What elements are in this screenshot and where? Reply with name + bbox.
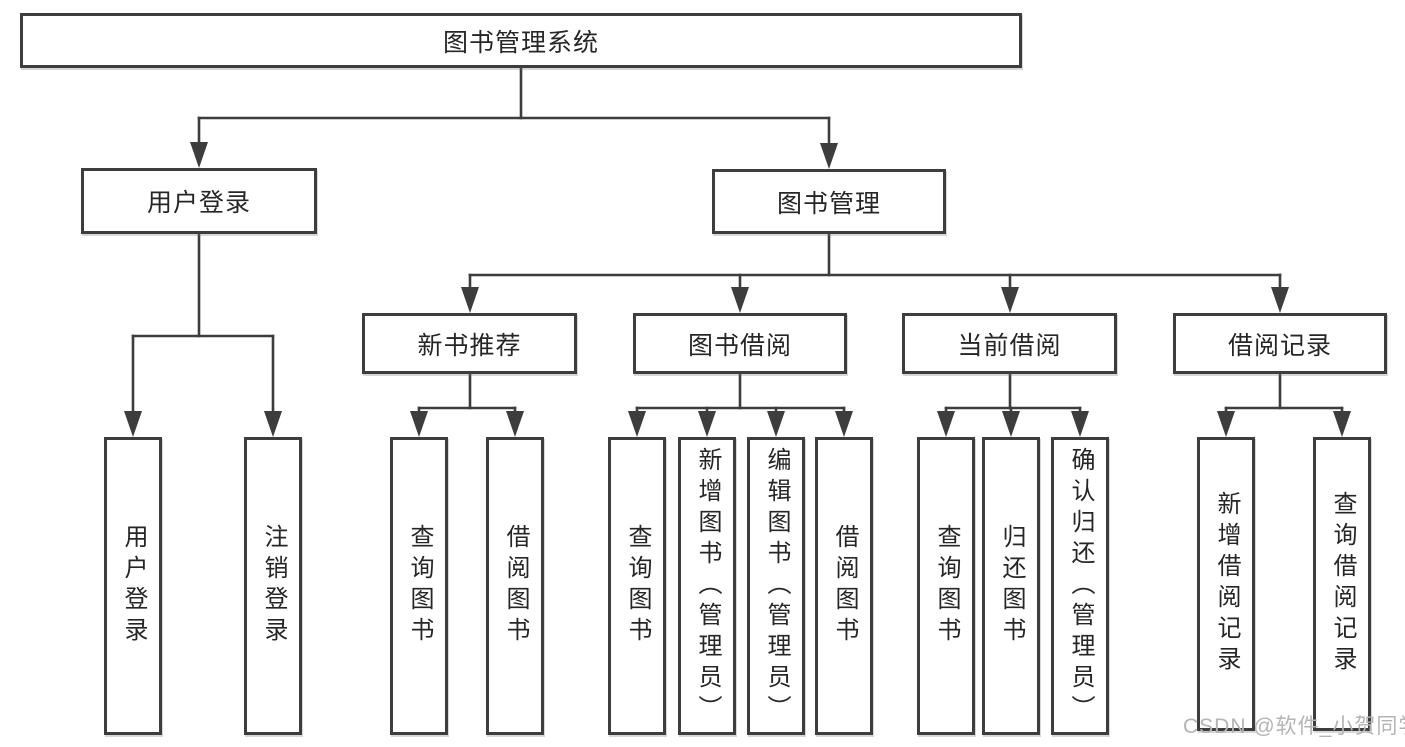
node-label: 图书管理 bbox=[776, 189, 881, 218]
node-label: 新书推荐 bbox=[417, 331, 522, 360]
node-label: 借阅图书 bbox=[502, 524, 529, 648]
arrowhead-down-icon bbox=[190, 142, 208, 168]
node-book-borrowing: 图书借阅 bbox=[633, 313, 847, 374]
leaf-query-books-current: 查询图书 bbox=[917, 437, 975, 735]
node-label: 图书管理系统 bbox=[442, 28, 599, 57]
leaf-query-books-recommend: 查询图书 bbox=[390, 437, 448, 735]
arrowhead-down-icon bbox=[1071, 411, 1089, 437]
leaf-return-books: 归还图书 bbox=[982, 437, 1040, 735]
arrowhead-down-icon bbox=[698, 411, 716, 437]
leaf-add-borrow-record: 新增借阅记录 bbox=[1197, 437, 1255, 731]
watermark: CSDN @软件_小贺同学 bbox=[1183, 715, 1405, 738]
node-label: 注销登录 bbox=[260, 524, 287, 648]
arrowhead-down-icon bbox=[264, 411, 282, 437]
arrowhead-down-icon bbox=[731, 287, 749, 313]
leaf-add-books-admin: 新增图书（管理员） bbox=[678, 437, 736, 735]
node-label: 查询图书 bbox=[624, 524, 651, 648]
leaf-query-borrow-record: 查询借阅记录 bbox=[1313, 437, 1371, 731]
node-label: 借阅图书 bbox=[831, 524, 858, 648]
leaf-query-books-borrowing: 查询图书 bbox=[608, 437, 666, 735]
node-user-login: 用户登录 bbox=[81, 168, 317, 234]
node-label: 图书借阅 bbox=[687, 331, 792, 360]
node-label: 用户登录 bbox=[120, 524, 147, 648]
node-label: 查询借阅记录 bbox=[1329, 491, 1356, 677]
node-label: 新增借阅记录 bbox=[1213, 491, 1240, 677]
node-new-book-recommend: 新书推荐 bbox=[362, 313, 577, 374]
leaf-confirm-return-admin: 确认归还（管理员） bbox=[1051, 437, 1109, 735]
arrowhead-down-icon bbox=[124, 411, 142, 437]
arrowhead-down-icon bbox=[628, 411, 646, 437]
node-label: 归还图书 bbox=[998, 524, 1025, 648]
arrowhead-down-icon bbox=[1001, 287, 1019, 313]
arrowhead-down-icon bbox=[1271, 287, 1289, 313]
leaf-logout: 注销登录 bbox=[244, 437, 302, 735]
node-label: 当前借阅 bbox=[957, 331, 1062, 360]
arrowhead-down-icon bbox=[767, 411, 785, 437]
node-label: 编辑图书（管理员） bbox=[763, 446, 790, 726]
leaf-user-login: 用户登录 bbox=[104, 437, 162, 735]
arrowhead-down-icon bbox=[1217, 411, 1235, 437]
leaf-borrow-books-recommend: 借阅图书 bbox=[486, 437, 544, 735]
leaf-borrow-books-borrowing: 借阅图书 bbox=[815, 437, 873, 735]
arrowhead-down-icon bbox=[506, 411, 524, 437]
node-book-management: 图书管理 bbox=[712, 169, 946, 234]
node-label: 确认归还（管理员） bbox=[1067, 446, 1094, 726]
arrowhead-down-icon bbox=[937, 411, 955, 437]
arrowhead-down-icon bbox=[461, 287, 479, 313]
arrowhead-down-icon bbox=[820, 143, 838, 169]
node-label: 查询图书 bbox=[933, 524, 960, 648]
leaf-edit-books-admin: 编辑图书（管理员） bbox=[747, 437, 805, 735]
node-label: 借阅记录 bbox=[1227, 331, 1332, 360]
node-borrowing-records: 借阅记录 bbox=[1173, 313, 1387, 374]
arrowhead-down-icon bbox=[1002, 411, 1020, 437]
node-label: 新增图书（管理员） bbox=[694, 446, 721, 726]
arrowhead-down-icon bbox=[1333, 411, 1351, 437]
arrowhead-down-icon bbox=[410, 411, 428, 437]
arrowhead-down-icon bbox=[835, 411, 853, 437]
node-label: 用户登录 bbox=[146, 189, 251, 217]
node-current-borrowing: 当前借阅 bbox=[902, 313, 1117, 374]
node-library-management-system: 图书管理系统 bbox=[20, 13, 1022, 68]
node-label: 查询图书 bbox=[406, 524, 433, 648]
